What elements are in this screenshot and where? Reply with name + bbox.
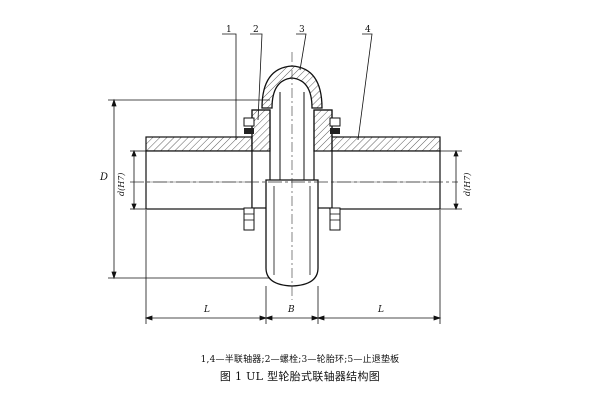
callout-2: 2 bbox=[253, 25, 259, 35]
dim-D-label: D bbox=[99, 172, 108, 183]
callout-1: 1 bbox=[226, 25, 232, 35]
dimension-d-left bbox=[130, 149, 146, 211]
bolts bbox=[243, 117, 341, 231]
dim-L-left-label: L bbox=[203, 305, 210, 315]
callout-3: 3 bbox=[299, 25, 305, 35]
callout-4: 4 bbox=[365, 25, 371, 35]
dim-d-left-label: d(H7) bbox=[117, 173, 126, 196]
dimension-bottom bbox=[144, 210, 442, 324]
right-half-coupling bbox=[313, 109, 441, 210]
callout-leaders bbox=[222, 33, 373, 141]
dim-L-right-label: L bbox=[377, 305, 384, 315]
figure-legend: 1,4—半联轴器;2—螺栓;3—轮胎环;5—止退垫板 bbox=[200, 355, 400, 365]
figure-title: 图 1 UL 型轮胎式联轴器结构图 bbox=[219, 370, 381, 383]
dim-d-right-label: d(H7) bbox=[463, 173, 472, 196]
dimension-d-right bbox=[440, 149, 462, 211]
dimension-D bbox=[108, 98, 270, 280]
dim-B-label: B bbox=[287, 305, 295, 315]
